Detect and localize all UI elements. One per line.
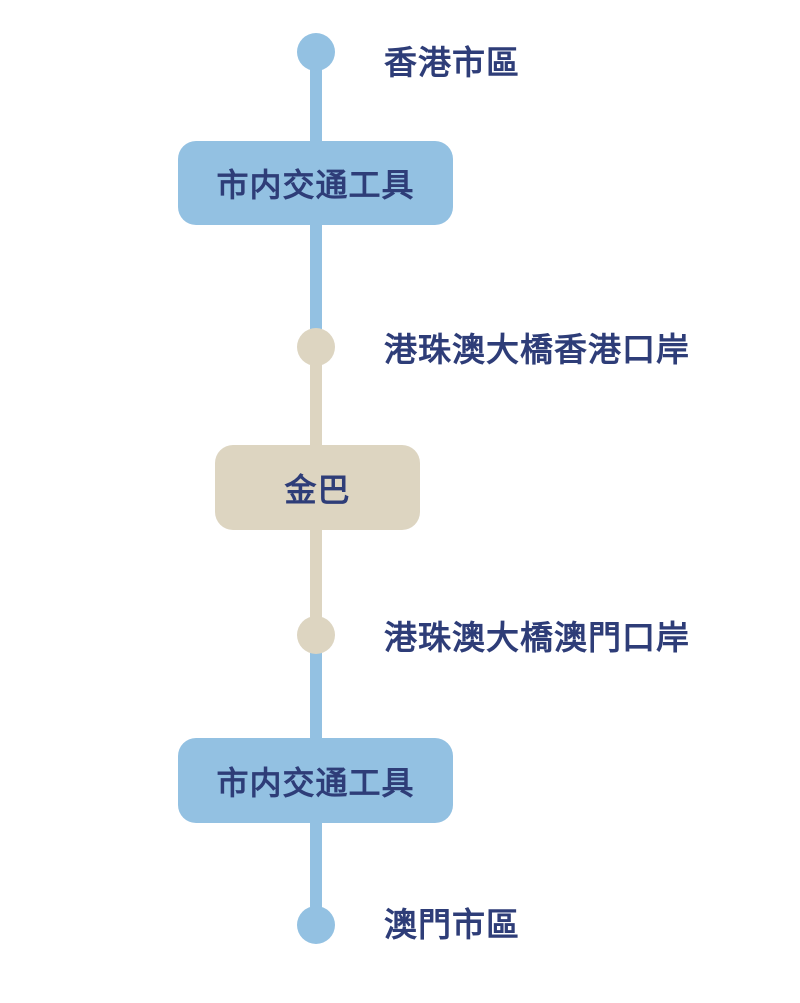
transport-box-city-transport-macau: 市内交通工具	[178, 738, 453, 823]
node-macau-urban-area	[297, 906, 335, 944]
label-macau-urban-area: 澳門市區	[384, 906, 520, 943]
label-hzmb-hk-port: 港珠澳大橋香港口岸	[384, 331, 690, 368]
label-hzmb-macau-port: 港珠澳大橋澳門口岸	[384, 619, 690, 656]
transport-box-golden-bus: 金巴	[215, 445, 420, 530]
transport-box-label: 市内交通工具	[216, 764, 415, 801]
node-hzmb-macau-port	[297, 616, 335, 654]
transport-box-label: 市内交通工具	[216, 167, 415, 203]
node-hzmb-hk-port	[297, 328, 335, 366]
transport-box-city-transport-hk: 市内交通工具	[178, 141, 453, 225]
transport-box-label: 金巴	[284, 471, 351, 508]
label-hk-urban-area: 香港市區	[384, 44, 520, 81]
node-hk-urban-area	[297, 33, 335, 71]
